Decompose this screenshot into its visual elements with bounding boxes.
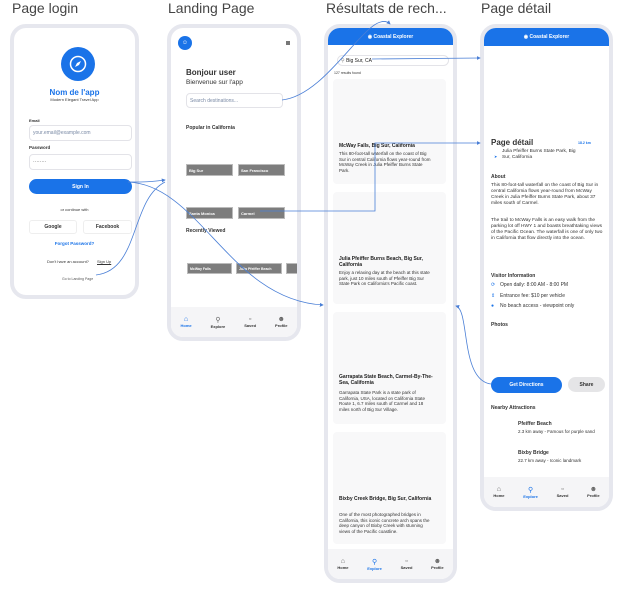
nav-home[interactable]: ⌂Home	[337, 558, 349, 570]
nav-explore[interactable]: ⚲Explore	[523, 486, 538, 499]
nav-profile[interactable]: ☻Profile	[275, 316, 288, 328]
popular-tile[interactable]: Big Sur	[186, 164, 233, 176]
location-text: Julia Pfeiffer Burns State Park, Big Sur…	[502, 149, 576, 160]
recent-tile[interactable]: Julia Pfeiffer Beach	[236, 263, 282, 274]
greeting: Bonjour user	[186, 68, 236, 77]
frame-title-detail: Page détail	[481, 0, 552, 16]
nav-profile[interactable]: ☻Profile	[587, 486, 600, 498]
nav-explore[interactable]: ⚲Explore	[367, 558, 382, 571]
menu-icon[interactable]	[286, 41, 290, 45]
facebook-button[interactable]: Facebook	[83, 220, 132, 234]
go-to-landing-link[interactable]: Go to Landing Page	[62, 277, 94, 281]
nearby-info: 22.7 km away - Iconic landmark	[518, 458, 582, 463]
result-card[interactable]: Julia Pfeiffer Burns Beach, Big Sur, Cal…	[333, 192, 446, 304]
password-input[interactable]: ········	[29, 154, 132, 170]
nearby-title: Nearby Attractions	[491, 405, 536, 411]
search-icon: ⚲	[215, 316, 221, 324]
nav-saved[interactable]: ▫Saved	[244, 316, 257, 328]
app-header: ◉ Coastal Explorer	[484, 28, 609, 46]
popular-tile[interactable]: Santa Monica	[186, 207, 233, 219]
nav-saved[interactable]: ▫Saved	[556, 486, 569, 498]
frame-title-landing: Landing Page	[168, 0, 255, 16]
nav-saved[interactable]: ▫Saved	[400, 558, 413, 570]
welcome-text: Bienvenue sur l'app	[186, 79, 243, 86]
info-icon: ●	[491, 303, 495, 309]
visitor-item: Entrance fee: $10 per vehicle	[500, 293, 566, 299]
distance: 18.2 km	[578, 141, 591, 145]
profile-icon: ☻	[277, 316, 285, 323]
bottom-nav: ⌂Home ⚲Explore ▫Saved ☻Profile	[484, 477, 609, 507]
search-icon: ⚲	[527, 486, 534, 494]
recent-tile[interactable]: McWay Falls	[187, 263, 232, 274]
popular-tile[interactable]: San Francisco	[238, 164, 285, 176]
photos-title: Photos	[491, 322, 508, 328]
detail-title: Page détail	[491, 138, 534, 147]
user-avatar-icon[interactable]: ☺	[178, 36, 192, 50]
detail-screen: ◉ Coastal Explorer Page détail 18.2 km ➤…	[480, 24, 613, 511]
about-paragraph: This 80-foot-tall waterfall on the coast…	[491, 183, 599, 206]
bottom-nav: ⌂Home ⚲Explore ▫Saved ☻Profile	[171, 307, 297, 337]
no-account-text: Don't have an account?	[47, 259, 89, 264]
get-directions-button[interactable]: Get Directions	[491, 377, 562, 393]
popular-tile[interactable]: Carmel	[238, 207, 285, 219]
search-input[interactable]: Search destinations...	[186, 93, 283, 108]
popular-title: Popular in California	[186, 125, 235, 131]
ticket-icon: ⇕	[491, 293, 496, 299]
login-screen: Nom de l'app Modern Elegant Travel App E…	[10, 24, 139, 299]
frame-title-results: Résultats de rech...	[326, 0, 447, 16]
frame-title-login: Page login	[12, 0, 79, 16]
nav-home[interactable]: ⌂Home	[493, 486, 505, 498]
home-icon: ⌂	[496, 486, 502, 493]
nav-profile[interactable]: ☻Profile	[431, 558, 444, 570]
results-count: 127 results found	[334, 71, 361, 75]
clock-icon: ⟳	[491, 282, 496, 288]
password-label: Password	[29, 145, 51, 150]
profile-icon: ☻	[589, 486, 598, 493]
app-header: ◉ Coastal Explorer	[328, 28, 453, 45]
results-screen: ◉ Coastal Explorer ⚲ Big Sur, CA 127 res…	[324, 24, 457, 583]
forgot-password-link[interactable]: Forgot Password?	[54, 241, 95, 246]
home-icon: ⌂	[340, 558, 346, 565]
sign-up-link[interactable]: Sign Up	[97, 259, 112, 264]
google-button[interactable]: Google	[29, 220, 77, 234]
app-subtitle: Modern Elegant Travel App	[50, 97, 99, 102]
compass-icon: ◉	[523, 34, 530, 40]
about-paragraph: The trail to McWay Falls is an easy walk…	[491, 218, 603, 241]
bookmark-icon: ▫	[405, 558, 408, 565]
bookmark-icon: ▫	[561, 486, 564, 493]
compass-icon	[61, 47, 95, 81]
profile-icon: ☻	[433, 558, 442, 565]
nearby-name[interactable]: Pfeiffer Beach	[518, 421, 552, 427]
recent-tile[interactable]	[286, 263, 297, 274]
home-icon: ⌂	[183, 316, 189, 323]
visitor-item: Open daily: 8:00 AM - 8:00 PM	[500, 282, 569, 288]
email-input[interactable]: your.email@example.com	[29, 125, 132, 141]
nearby-info: 2.3 km away - Famous for purple sand	[518, 429, 595, 434]
share-button[interactable]: Share	[568, 377, 605, 392]
nav-explore[interactable]: ⚲Explore	[210, 316, 226, 329]
about-title: About	[491, 174, 506, 180]
app-name: Nom de l'app	[49, 88, 100, 97]
visitor-item: No beach access - viewpoint only	[500, 303, 575, 309]
location-pin-icon: ➤	[494, 154, 498, 159]
or-continue-text: or continue with	[60, 207, 89, 212]
recent-title: Recently Viewed	[186, 228, 226, 234]
search-icon: ⚲	[371, 558, 378, 566]
visitor-title: Visitor Information	[491, 273, 536, 279]
bottom-nav: ⌂Home ⚲Explore ▫Saved ☻Profile	[328, 549, 453, 579]
landing-screen: ☺ Bonjour user Bienvenue sur l'app Searc…	[167, 24, 301, 341]
sign-in-button[interactable]: Sign In	[29, 179, 132, 194]
nav-home[interactable]: ⌂Home	[180, 316, 192, 328]
bookmark-icon: ▫	[248, 316, 252, 323]
result-card[interactable]: Garrapata State Beach, Carmel-By-The-Sea…	[333, 312, 446, 424]
email-label: Email	[29, 118, 40, 123]
nearby-name[interactable]: Bixby Bridge	[518, 450, 549, 456]
search-input[interactable]: ⚲ Big Sur, CA	[337, 55, 449, 66]
